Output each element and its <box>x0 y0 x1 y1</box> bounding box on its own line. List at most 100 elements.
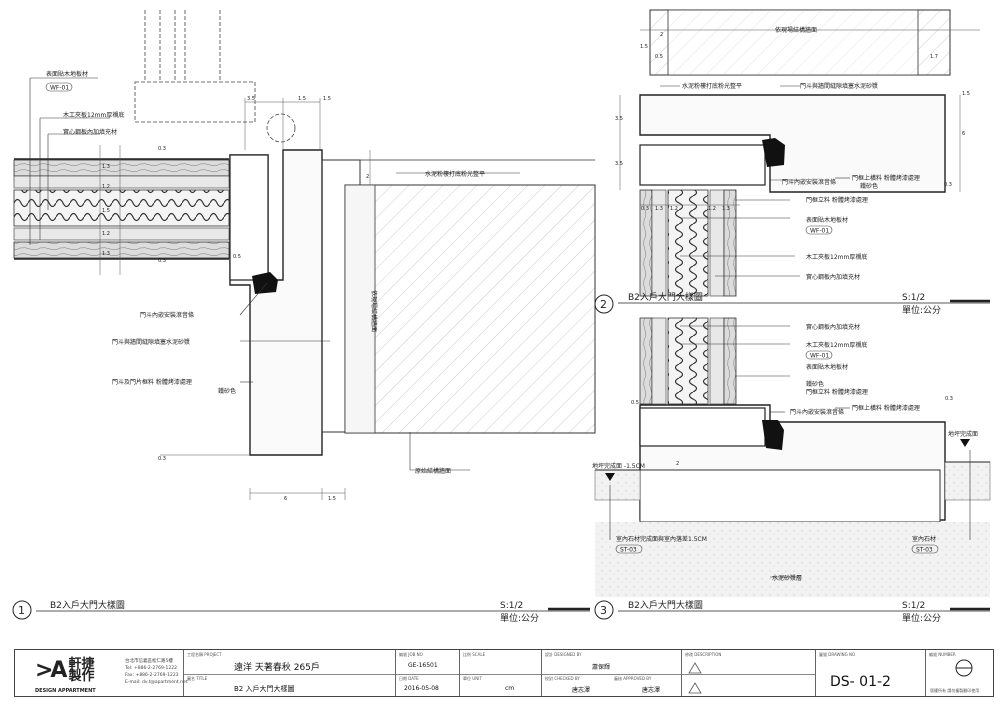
logo-cn-1: 軒捷 <box>68 656 95 672</box>
designed-value: 蕭保輝 <box>592 664 611 671</box>
label-floor-level-left: 地坪完成面 -1.5CM <box>592 462 645 470</box>
level-marker-right <box>960 439 970 447</box>
job-label: 編號 JOB NO <box>399 652 423 657</box>
logo-cn-2: 製作 <box>68 668 95 684</box>
dim-text: 0.5 <box>233 254 241 260</box>
label-frame-paint-2: 鐵砂色 <box>860 182 878 190</box>
checked-label: 校對 CHECKED BY <box>545 676 580 681</box>
dim-text: 2 <box>660 32 663 38</box>
label-frame-gap: 門斗與牆間縫隙填塞水泥砂漿 <box>112 338 190 346</box>
drawing-1: 表面貼木地板材 WF-01 木工夾板12mm厚襯底 實心鋼板內加填充材 水泥粉樓… <box>13 10 596 502</box>
approved-value: 唐志澤 <box>642 687 661 694</box>
label-door-paint-2: 鐵砂色 <box>218 387 236 395</box>
label-plywood-3: 木工夾板12mm厚襯底 <box>806 341 867 349</box>
label-door-lock: 門斗內嵌安裝滾音條 <box>140 311 194 319</box>
label-steel-3: 實心鋼板內加填充材 <box>806 323 860 331</box>
dim-text: 0.3 <box>641 206 649 212</box>
label-stone-right: 室內石材 <box>912 535 936 543</box>
drawing-3-unit: 單位:公分 <box>902 612 941 624</box>
plywood-top <box>13 175 230 189</box>
dim-text: 0.3 <box>158 258 166 264</box>
dim-text: 6 <box>962 131 965 137</box>
logo-mark: >A <box>35 658 68 683</box>
project-name: 遠洋 天著春秋 265戶 <box>234 663 320 673</box>
scale-label: 比例 SCALE <box>463 652 486 657</box>
dim-text: 1.3 <box>102 164 110 170</box>
drawing-1-unit: 單位:公分 <box>500 612 539 624</box>
dim-text: 6 <box>284 496 287 502</box>
scale-cell: 比例 SCALE 單位 UNIT cm <box>459 650 541 696</box>
dim-text: 1.2 <box>102 184 110 190</box>
leader-lines <box>29 77 520 471</box>
job-cell: 編號 JOB NO GE-16501 日期 DATE 2016-05-08 <box>395 650 459 696</box>
dim-text: 3.5 <box>615 161 623 167</box>
label-wf-code: WF-01 <box>50 85 69 92</box>
label-door-lock-3: 門斗內嵌安裝滾音條 <box>790 408 844 416</box>
firm-cell: >A 軒捷製作 DESIGN APPARTMENT 台北市信義區松仁路5樓 Te… <box>15 650 188 696</box>
frame-head-2 <box>639 94 946 193</box>
drawing-no-cell: 圖號 DRAWING NO DS- 01-2 <box>815 650 925 696</box>
label-cement-top-2: 水泥粉樓打底粉光整平 <box>682 82 742 90</box>
drawing-2: 依現場結構牆面 水泥粉樓打底粉光整平 門斗與牆間縫隙填塞水泥砂漿 門斗內嵌安裝滾… <box>594 9 990 316</box>
label-frame-paint-3a: 鐵砂色 <box>806 380 824 388</box>
dim-text: 1.2 <box>102 231 110 237</box>
rubber-seal-2 <box>762 138 785 167</box>
dimension-lines <box>99 98 371 500</box>
mortar-bed <box>595 522 990 597</box>
title-block: >A 軒捷製作 DESIGN APPARTMENT 台北市信義區松仁路5樓 Te… <box>14 649 994 697</box>
label-frame-paint-3: 門框立料 粉體烤漆處理 <box>806 196 868 204</box>
job-no: GE-16501 <box>408 662 438 669</box>
dim-text: 1.2 <box>708 206 716 212</box>
door-outline-dashed <box>134 10 296 143</box>
drawing-1-scale: S:1/2 <box>500 601 523 611</box>
dim-text: 1.2 <box>670 206 678 212</box>
label-frame-gap-2: 門斗與牆間縫隙填塞水泥砂漿 <box>800 82 878 90</box>
number-cell: 編號 NUMBER 版權所有 請勿複製翻印使用 <box>925 650 993 696</box>
dim-text: 0.3 <box>944 182 952 188</box>
label-cement-base: 水泥砂漿層 <box>772 574 802 582</box>
logo-en: DESIGN APPARTMENT <box>35 688 96 694</box>
label-door-paint: 門斗及門片框料 粉體烤漆處理 <box>112 378 192 386</box>
drawing-1-title: B2入戶大門大樣圖 <box>50 599 125 611</box>
dim-text: 1.5 <box>962 91 970 97</box>
drawing-1-title-row: 1 B2入戶大門大樣圖 S:1/2 單位:公分 <box>12 599 590 624</box>
rubber-seal-3 <box>762 420 784 450</box>
drawing-2-unit: 單位:公分 <box>902 304 941 316</box>
copyright-note: 版權所有 請勿複製翻印使用 <box>930 688 980 693</box>
unit-value: cm <box>505 685 515 692</box>
designed-label: 設計 DESIGNED BY <box>545 652 582 657</box>
project-label: 工程名稱 PROJECT <box>187 652 222 657</box>
drawing-1-number: 1 <box>18 604 25 617</box>
label-steel: 實心鋼板內加填充材 <box>63 128 117 136</box>
label-door-lock-2: 門斗內嵌安裝滾音條 <box>782 178 836 186</box>
dim-text: 1.5 <box>298 96 306 102</box>
label-st-left: ST-03 <box>620 547 637 554</box>
label-wf-code-3: WF-01 <box>810 353 829 360</box>
dim-text: 1.3 <box>102 251 110 257</box>
drawing-2-title: B2入戶大門大樣圖 <box>628 291 703 303</box>
drawing-3-number: 3 <box>600 604 607 617</box>
firm-logo: >A 軒捷製作 DESIGN APPARTMENT <box>35 656 96 695</box>
drawing-title: B2 入戶大門大樣圖 <box>234 685 295 693</box>
project-cell: 工程名稱 PROJECT 遠洋 天著春秋 265戶 圖名 TITLE B2 入戶… <box>183 650 395 696</box>
firm-contact: 台北市信義區松仁路5樓 Tel: +886-2-2769-1222 Fax: +… <box>125 659 188 685</box>
dim-text: 1.5 <box>640 44 648 50</box>
wood-veneer-top <box>13 159 230 177</box>
dim-text: 0.3 <box>945 396 953 402</box>
designer-cell: 設計 DESIGNED BY 蕭保輝 校對 CHECKED BY 唐志澤 審核 … <box>541 650 681 696</box>
label-wall-vertical: 依現場結構牆面 <box>370 290 378 332</box>
revision-cell: 修改 DESCRIPTION <box>681 650 815 696</box>
plywood-bottom <box>13 227 230 241</box>
dim-text: 0.5 <box>655 54 663 60</box>
label-plywood-2: 木工夾板12mm厚襯底 <box>806 253 867 261</box>
drawing-no: DS- 01-2 <box>830 674 891 690</box>
dim-text: 0.3 <box>158 456 166 462</box>
revision-triangle-icon <box>688 662 702 674</box>
dim-text: 1.5 <box>102 208 110 214</box>
dim-text: 1.5 <box>328 496 336 502</box>
dim-text: 1.5 <box>323 96 331 102</box>
label-stone-note: 室內石材完成面與室內落差1.5CM <box>616 535 707 543</box>
label-plywood: 木工夾板12mm厚襯底 <box>63 111 124 119</box>
insulation-core <box>13 189 230 227</box>
